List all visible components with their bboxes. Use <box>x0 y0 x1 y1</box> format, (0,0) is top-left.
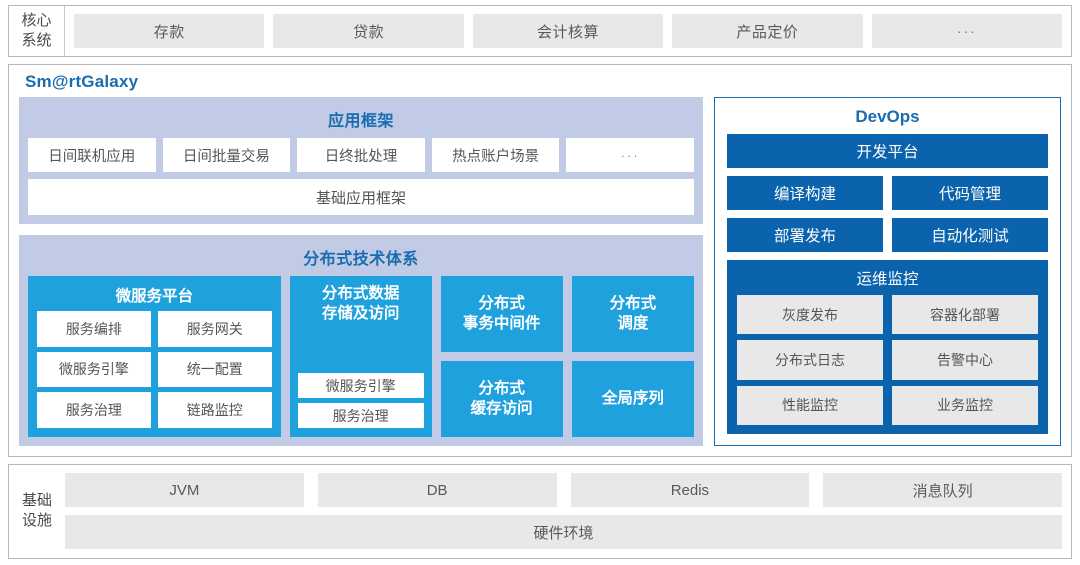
distributed-tech-title: 分布式技术体系 <box>303 251 419 268</box>
app-item-daytime-batch[interactable]: 日间批量交易 <box>162 138 291 172</box>
infra-item-jvm[interactable]: JVM <box>65 473 304 507</box>
core-system-item-deposit[interactable]: 存款 <box>74 14 265 48</box>
distributed-transaction-line2: 事务中间件 <box>462 315 541 332</box>
ops-item-business-monitoring[interactable]: 业务监控 <box>892 385 1038 425</box>
infra-item-hardware-environment[interactable]: 硬件环境 <box>65 515 1062 549</box>
microservice-platform-title: 微服务平台 <box>115 288 194 305</box>
app-item-more[interactable]: ··· <box>566 138 694 172</box>
devops-title: DevOps <box>855 107 920 126</box>
distributed-scheduling-line1: 分布式 <box>609 294 657 312</box>
storage-item-service-governance[interactable]: 服务治理 <box>297 403 424 428</box>
devops-row-2: 部署发布 自动化测试 <box>727 218 1048 252</box>
distributed-tech-box: 分布式技术体系 微服务平台 服务编排 服务网关 微服务引擎 统一配置 服务治理 <box>19 235 703 446</box>
core-system-band: 核心 系统 存款 贷款 会计核算 产品定价 ··· <box>8 5 1072 57</box>
ms-item-service-governance[interactable]: 服务治理 <box>37 392 151 428</box>
distributed-stack-column-1: 分布式 事务中间件 分布式 缓存访问 <box>440 276 563 437</box>
platform-band: Sm@rtGalaxy 应用框架 日间联机应用 日间批量交易 日终批处理 热点账… <box>8 64 1072 457</box>
infrastructure-hardware-row: 硬件环境 <box>65 515 1062 549</box>
distributed-stack-column-2: 分布式 调度 全局序列 <box>571 276 694 437</box>
devops-panel: DevOps 开发平台 编译构建 代码管理 部署发布 自动化测试 运维监控 灰度… <box>714 97 1061 446</box>
app-item-hot-account[interactable]: 热点账户场景 <box>431 138 560 172</box>
microservice-platform-items: 服务编排 服务网关 微服务引擎 统一配置 服务治理 链路监控 <box>37 311 272 428</box>
devops-item-build[interactable]: 编译构建 <box>727 176 883 210</box>
core-system-label-line1: 核心 <box>21 12 52 30</box>
distributed-storage-items: 微服务引擎 服务治理 <box>297 329 424 428</box>
ms-item-microservice-engine[interactable]: 微服务引擎 <box>37 351 151 388</box>
ops-item-performance-monitoring[interactable]: 性能监控 <box>737 385 883 425</box>
core-system-item-pricing[interactable]: 产品定价 <box>672 14 863 48</box>
distributed-scheduling-line2: 调度 <box>617 315 649 332</box>
global-sequence-line1: 全局序列 <box>601 389 664 407</box>
application-framework-box: 应用框架 日间联机应用 日间批量交易 日终批处理 热点账户场景 ··· 基础应用… <box>19 97 703 224</box>
infrastructure-label-line1: 基础 <box>21 492 52 510</box>
app-base-framework[interactable]: 基础应用框架 <box>28 179 694 215</box>
ops-item-alert-center[interactable]: 告警中心 <box>892 340 1038 380</box>
infrastructure-label: 基础 设施 <box>9 473 65 549</box>
core-system-items: 存款 贷款 会计核算 产品定价 ··· <box>65 6 1071 56</box>
core-system-item-loan[interactable]: 贷款 <box>273 14 464 48</box>
devops-item-automated-testing[interactable]: 自动化测试 <box>892 218 1048 252</box>
infrastructure-items: JVM DB Redis 消息队列 <box>65 473 1062 507</box>
infra-item-redis[interactable]: Redis <box>570 473 810 507</box>
ms-item-service-orchestration[interactable]: 服务编排 <box>37 311 151 347</box>
infrastructure-label-line2: 设施 <box>21 512 52 529</box>
platform-title: Sm@rtGalaxy <box>25 72 139 91</box>
application-framework-items: 日间联机应用 日间批量交易 日终批处理 热点账户场景 ··· <box>28 138 694 172</box>
devops-row-1: 编译构建 代码管理 <box>727 176 1048 210</box>
devops-item-code-management[interactable]: 代码管理 <box>892 176 1048 210</box>
devops-development-platform[interactable]: 开发平台 <box>727 134 1048 168</box>
distributed-transaction-middleware[interactable]: 分布式 事务中间件 <box>440 276 563 352</box>
core-system-item-more[interactable]: ··· <box>871 14 1063 48</box>
infrastructure-band: 基础 设施 JVM DB Redis 消息队列 硬件环境 <box>8 464 1072 559</box>
app-item-eod-batch[interactable]: 日终批处理 <box>297 138 425 172</box>
distributed-storage-title-line2: 存储及访问 <box>321 304 400 322</box>
ops-monitoring-title: 运维监控 <box>856 271 919 288</box>
storage-item-microservice-engine[interactable]: 微服务引擎 <box>297 373 424 398</box>
distributed-storage-title: 分布式数据 存储及访问 <box>298 282 424 329</box>
platform-left-column: 应用框架 日间联机应用 日间批量交易 日终批处理 热点账户场景 ··· 基础应用… <box>19 97 703 446</box>
core-system-item-accounting[interactable]: 会计核算 <box>472 14 664 48</box>
microservice-platform-panel: 微服务平台 服务编排 服务网关 微服务引擎 统一配置 服务治理 链路监控 <box>28 276 281 437</box>
distributed-cache-line1: 分布式 <box>478 379 525 397</box>
app-item-daytime-online[interactable]: 日间联机应用 <box>28 138 156 172</box>
ms-item-unified-config[interactable]: 统一配置 <box>157 351 272 388</box>
distributed-transaction-line1: 分布式 <box>478 294 525 312</box>
platform-body: 应用框架 日间联机应用 日间批量交易 日终批处理 热点账户场景 ··· 基础应用… <box>19 97 1061 446</box>
core-system-label-line2: 系统 <box>21 32 52 49</box>
core-system-label: 核心 系统 <box>9 6 65 56</box>
ms-item-service-gateway[interactable]: 服务网关 <box>157 311 272 347</box>
infra-item-db[interactable]: DB <box>317 473 557 507</box>
ms-item-trace-monitoring[interactable]: 链路监控 <box>157 392 272 428</box>
ops-monitoring-items: 灰度发布 容器化部署 分布式日志 告警中心 性能监控 业务监控 <box>737 295 1038 425</box>
distributed-scheduling[interactable]: 分布式 调度 <box>571 276 694 352</box>
distributed-storage-title-line1: 分布式数据 <box>321 285 400 302</box>
distributed-cache-access[interactable]: 分布式 缓存访问 <box>440 361 563 437</box>
ops-item-containerized-deployment[interactable]: 容器化部署 <box>892 295 1038 335</box>
distributed-tech-grid: 微服务平台 服务编排 服务网关 微服务引擎 统一配置 服务治理 链路监控 <box>28 276 694 437</box>
ops-monitoring-panel: 运维监控 灰度发布 容器化部署 分布式日志 告警中心 性能监控 业务监控 <box>727 260 1048 434</box>
ops-item-gray-release[interactable]: 灰度发布 <box>737 295 883 335</box>
devops-item-deploy-release[interactable]: 部署发布 <box>727 218 883 252</box>
global-sequence[interactable]: 全局序列 <box>571 361 694 437</box>
distributed-storage-panel: 分布式数据 存储及访问 微服务引擎 服务治理 <box>289 276 432 437</box>
distributed-cache-line2: 缓存访问 <box>470 400 533 417</box>
application-framework-title: 应用框架 <box>327 113 394 130</box>
infra-item-message-queue[interactable]: 消息队列 <box>823 473 1062 507</box>
infrastructure-content: JVM DB Redis 消息队列 硬件环境 <box>65 473 1062 549</box>
ops-item-distributed-logging[interactable]: 分布式日志 <box>737 340 883 380</box>
